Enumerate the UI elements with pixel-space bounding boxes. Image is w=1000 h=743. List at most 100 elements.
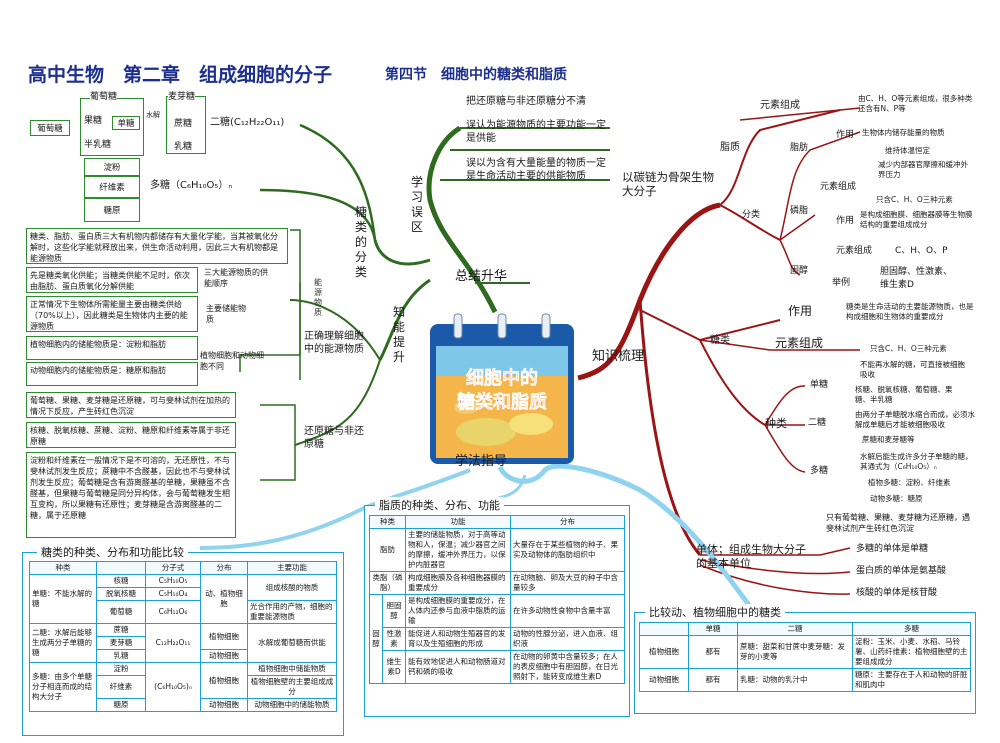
table-cell: C₅H₁₀O₅ [145,574,201,588]
monomer-node: 单体；组成生物大分子的基本单位 [696,543,806,570]
table-cell: 核糖 [96,574,146,588]
table-row: 动物细胞 都有 乳糖：动物的乳汁中 糖原：主要存在于人和动物的肝脏和肌肉中 [639,668,971,692]
di-node: 二糖 [808,418,827,428]
sugar-cellulose: 纤维素 [84,176,140,198]
table-cell: 能促进人和动物生殖器官的发育以及生殖细胞的形成 [404,627,511,651]
energy-item-2: 正常情况下生物体所需能量主要由糖类供给（70%以上），因此糖类是生物体内主要的能… [26,296,198,332]
table-cell: 动物的性腺分泌，进入血液、组织液 [509,627,626,651]
table-cell: 植物细胞 [200,623,248,650]
sugar-table-panel: 糖类的种类、分布和功能比较 种类 分子式 分布 主要功能 单糖：不能水解的糖 核… [22,544,344,736]
table-cell: 脱氧核糖 [96,587,146,601]
knowledge-label: 知能提升 [392,305,405,364]
energy-item-2-tag: 主要储能物质 [206,304,246,324]
misconception-3: 误以为含有大量能量的物质一定是生命活动主要的供能物质 [466,158,606,182]
sugar-monosaccharide: 单糖 [112,116,140,130]
sugar-table-header: 主要功能 [247,561,337,575]
table-cell: 动物细胞中的储能物质 [247,698,337,712]
table-cell: 动物细胞 [200,649,248,663]
di-desc: 由两分子单糖脱水缩合而成，必须水解成单糖后才能被细胞吸收 [855,410,975,429]
energy-main-box: 糖类、脂肪、蛋白质三大有机物内都储存有大量化学能，当其被氧化分解时，这些化学能就… [26,228,288,264]
energy-label: 能源物质 [314,278,322,317]
table-row: 脱氧核糖 C₅H₁₀O₄ [30,587,337,601]
table-cell: 大量存在于某些植物的种子、果实及动物体的脂肪组织中 [509,528,626,572]
table-cell: (C₆H₁₀O₅)ₙ [145,662,201,712]
sugar-starch: 淀粉 [84,158,140,176]
table-row: 纤维素 植物细胞壁的主要组成成分 [30,675,337,699]
lipid-table-header: 种类 [369,515,406,529]
energy-item-3: 植物细胞内的储能物质是：淀粉和脂肪 [26,336,198,360]
table-cell: 植物细胞 [200,662,248,699]
table-row: 糖原 动物细胞 动物细胞中的储能物质 [30,698,337,712]
mono-examples: 核糖、脱氧核糖、葡萄糖、果糖、半乳糖 [855,385,953,404]
table-row: 性激素 能促进人和动物生殖器官的发育以及生殖细胞的形成 动物的性腺分泌，进入血液… [370,627,626,651]
monomer-3: 核酸的单体是核苷酸 [856,588,938,598]
table-cell: 胆固醇 [382,594,406,628]
fat-fn-3: 减少内部器官摩擦和缓冲外界压力 [878,160,968,179]
sugar-class-label: 糖类的分类 [354,205,367,279]
table-cell: 主要的储能物质，对于高等动物和人，保温；减少器官之间的摩擦，缓冲外界压力，以保护… [404,528,511,572]
table-cell: 都有 [688,635,738,669]
table-row: 植物细胞 都有 蔗糖：甜菜和甘蔗中麦芽糖：发芽的小麦等 淀粉：玉米、小麦、水稻、… [639,635,971,669]
mono-node: 单糖 [810,380,829,390]
table-cell: 植物细胞中储能物质 [247,662,337,676]
reducing-note: 只有葡萄糖、果糖、麦芽糖为还原糖，遇斐林试剂产生砖红色沉淀 [826,513,970,533]
fat-function-label: 作用 [836,130,855,140]
misconception-2: 误认为能源物质的主要功能一定是供能 [466,120,606,144]
table-cell: 在许多动物性食物中含量丰富 [509,594,626,628]
table-cell: 都有 [688,668,738,692]
fat-fn-2: 维持体温恒定 [885,146,930,155]
di-examples: 蔗糖和麦芽糖等 [862,435,915,444]
lipid-table: 种类 功能 分布 脂肪 主要的储能物质，对于高等动物和人，保温；减少器官之间的摩… [369,515,626,684]
table-cell: 脂肪 [369,528,406,572]
table-cell: 单糖：不能水解的糖 [29,574,97,624]
table-cell: 植物细胞壁的主要组成成分 [247,675,337,699]
reducing-label: 还原糖与非还原糖 [304,426,364,450]
lipid-elements: 由C、H、O等元素组成，很多种类还含有N、P等 [858,94,973,113]
sugar-lactose: 乳糖 [174,142,193,152]
sugar-maltose: 麦芽糖 [168,92,196,103]
table-row: 葡萄糖 C₆H₁₂O₆ 光合作用的产物，细胞的重要能源物质 [30,600,337,624]
section-title: 第四节 细胞中的糖类和脂质 [385,67,567,83]
cell-table-header: 二糖 [737,622,853,636]
sugar-galactose: 半乳糖 [84,140,112,150]
hub-method: 学法指导 [455,454,508,469]
table-cell: 光合作用的产物，细胞的重要能源物质 [247,600,337,624]
table-cell: 淀粉 [96,662,146,676]
reducing-item-3: 淀粉和纤维素在一般情况下是不可溶的，无还原性，不与斐林试剂发生反应；蔗糖中不含醛… [26,452,236,538]
phospholipid-node: 磷脂 [790,206,809,216]
polysaccharide-formula: 多糖（C₆H₁₀O₅）ₙ [150,180,233,191]
sugar-glycogen: 糖原 [84,198,140,222]
table-row: 维生素D 能有效地促进人和动物肠道对钙和磷的吸收 在动物的卵黄中含量较多；在人的… [370,650,626,684]
lipid-table-title: 脂质的种类、分布、功能 [375,497,504,513]
phos-function-label: 作用 [836,216,855,226]
table-cell: 蔗糖：甜菜和甘蔗中麦芽糖：发芽的小麦等 [737,635,853,669]
poly-node: 多糖 [810,466,829,476]
monomer-1: 多糖的单体是单糖 [856,544,929,554]
table-cell: 淀粉：玉米、小麦、水稻、马铃薯、山药纤维素：植物细胞壁的主要组成成分 [852,635,971,669]
fat-node: 脂肪 [790,143,809,153]
misunderstanding-label: 学习误区 [410,175,423,234]
cell-table-panel: 比较动、植物细胞中的糖类 单糖 二糖 多糖 植物细胞 都有 蔗糖：甜菜和甘蔗中麦… [634,604,976,714]
cell-table-title: 比较动、植物细胞中的糖类 [645,604,785,620]
table-cell: 组成核酸的物质 [247,574,337,601]
reducing-item-2: 核糖、脱氧核糖、蔗糖、淀粉、糖原和纤维素等属于非还原糖 [26,422,236,448]
table-row: 脂肪 主要的储能物质，对于高等动物和人，保温；减少器官之间的摩擦，缓冲外界压力，… [369,528,626,572]
energy-item-4: 动物细胞内的储能物质是：糖原和脂肪 [26,362,198,386]
fat-fn-1: 生物体内储存能量的物质 [862,128,945,137]
table-cell: 乳糖：动物的乳汁中 [737,668,853,692]
lipid-table-header: 功能 [404,515,511,529]
sugar-box-glucose-left: 葡萄糖 [30,120,70,136]
phos-function: 是构成细胞膜、细胞器膜等生物膜结构的重要组成成分 [860,210,973,229]
page-title: 高中生物 第二章 组成细胞的分子 [28,64,333,86]
table-cell: 乳糖 [96,649,146,663]
hydrolysis-label: 水解 [146,111,160,119]
cell-table-header [639,622,689,636]
disaccharide-formula: 二糖(C₁₂H₂₂O₁₁) [210,117,285,128]
table-row: 二糖：水解后能够生成两分子单糖的糖 蔗糖 C₁₂H₂₂O₁₁ 植物细胞 水解成葡… [29,623,337,663]
sugar-fructose: 果糖 [84,116,103,126]
table-cell: 水解成葡萄糖而供能 [247,623,337,663]
table-cell: 动物细胞 [639,668,689,692]
sterol-example-label: 举例 [832,278,851,288]
table-cell: 纤维素 [96,675,146,699]
sugar-table: 种类 分子式 分布 主要功能 单糖：不能水解的糖 核糖 C₅H₁₀O₅ 动、植物… [29,561,337,712]
